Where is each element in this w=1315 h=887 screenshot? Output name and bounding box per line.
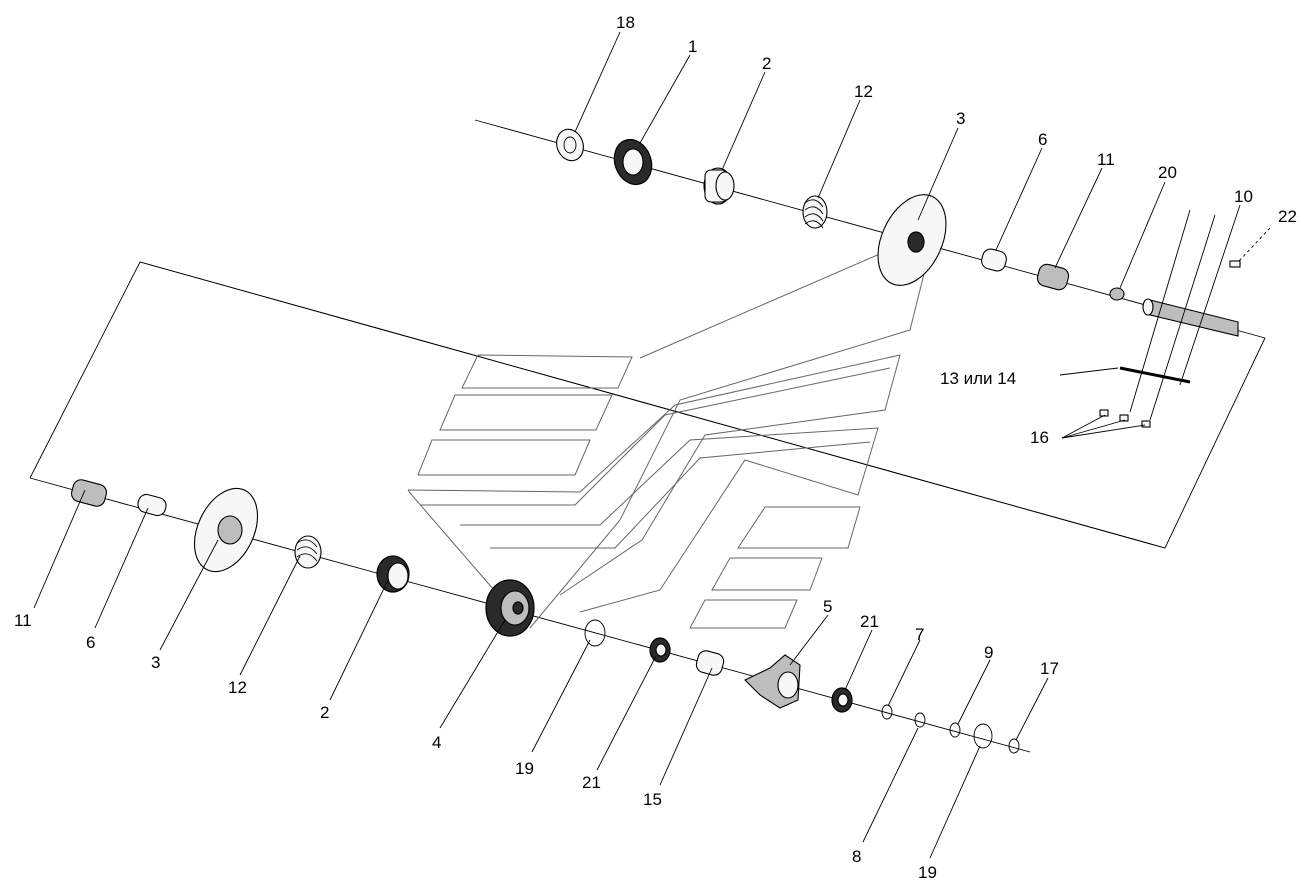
callout-6-bottom: 6 (86, 633, 95, 652)
part-12-spring-bottom (294, 535, 322, 569)
callout-15: 15 (643, 790, 662, 809)
callout-12-bottom: 12 (228, 678, 247, 697)
callout-11-top: 11 (1097, 150, 1115, 169)
part-6-sleeve-top (981, 248, 1007, 272)
part-12-spring-top (802, 195, 828, 229)
part-18-washer (556, 128, 584, 162)
callout-10: 10 (1234, 187, 1253, 206)
part-6-sleeve-bottom (137, 493, 167, 517)
part-2-bushing-top (703, 167, 735, 205)
part-19-ring-left (584, 619, 606, 647)
callout-9: 9 (984, 643, 993, 662)
callout-18-top: 18 (616, 13, 635, 32)
part-3-disc-top (877, 194, 947, 286)
callout-12-top: 12 (854, 82, 873, 101)
part-5-housing (744, 654, 801, 709)
callout-3-top: 3 (956, 109, 965, 128)
callout-2-bottom: 2 (320, 703, 329, 722)
callout-19-right: 19 (918, 863, 937, 882)
part-4-pulley (485, 579, 535, 637)
part-21-bearing-left (649, 637, 671, 663)
callout-16: 16 (1030, 428, 1049, 447)
part-11-sleeve-top (1036, 263, 1070, 291)
callout-20: 20 (1158, 163, 1177, 182)
callout-13-14: 13 или 14 (940, 369, 1016, 388)
callout-21-right: 21 (860, 612, 879, 631)
part-21-bearing-right (831, 687, 853, 713)
callout-19-left: 19 (515, 759, 534, 778)
part-16-screws (1099, 409, 1151, 428)
callout-5: 5 (823, 597, 832, 616)
callout-8: 8 (852, 847, 861, 866)
callout-11-bottom: 11 (14, 611, 32, 630)
part-11-sleeve-bottom (70, 479, 108, 507)
part-1-seal (613, 138, 653, 186)
leader-lines (33, 31, 1271, 859)
part-17-ring (1008, 738, 1020, 754)
part-9-ring (949, 722, 961, 738)
part-15-bushing (695, 650, 725, 676)
callout-6-top: 6 (1038, 130, 1047, 149)
part-8-ring (914, 712, 926, 728)
part-20-nut (1109, 287, 1125, 301)
callout-21-left: 21 (582, 773, 601, 792)
callout-22: 22 (1278, 207, 1297, 226)
part-10-shaft (1142, 298, 1239, 337)
callout-17: 17 (1040, 659, 1059, 678)
part-22-pin (1229, 260, 1241, 268)
part-2-bushing-bottom (376, 555, 410, 593)
callout-4: 4 (432, 733, 441, 752)
callout-1-top: 1 (688, 37, 697, 56)
part-19-ring-right (973, 723, 993, 749)
callout-3-bottom: 3 (151, 653, 160, 672)
part-13-14-rod (1119, 366, 1191, 384)
part-3-disc-bottom (193, 487, 259, 573)
frame-outline (407, 229, 936, 629)
part-7-ring (881, 704, 893, 720)
callout-labels: 18 1 2 12 3 6 11 20 10 22 13 или 14 16 1… (14, 13, 1297, 882)
assembly-axes (29, 119, 1266, 753)
callout-2-top: 2 (762, 54, 771, 73)
callout-7: 7 (915, 625, 924, 644)
